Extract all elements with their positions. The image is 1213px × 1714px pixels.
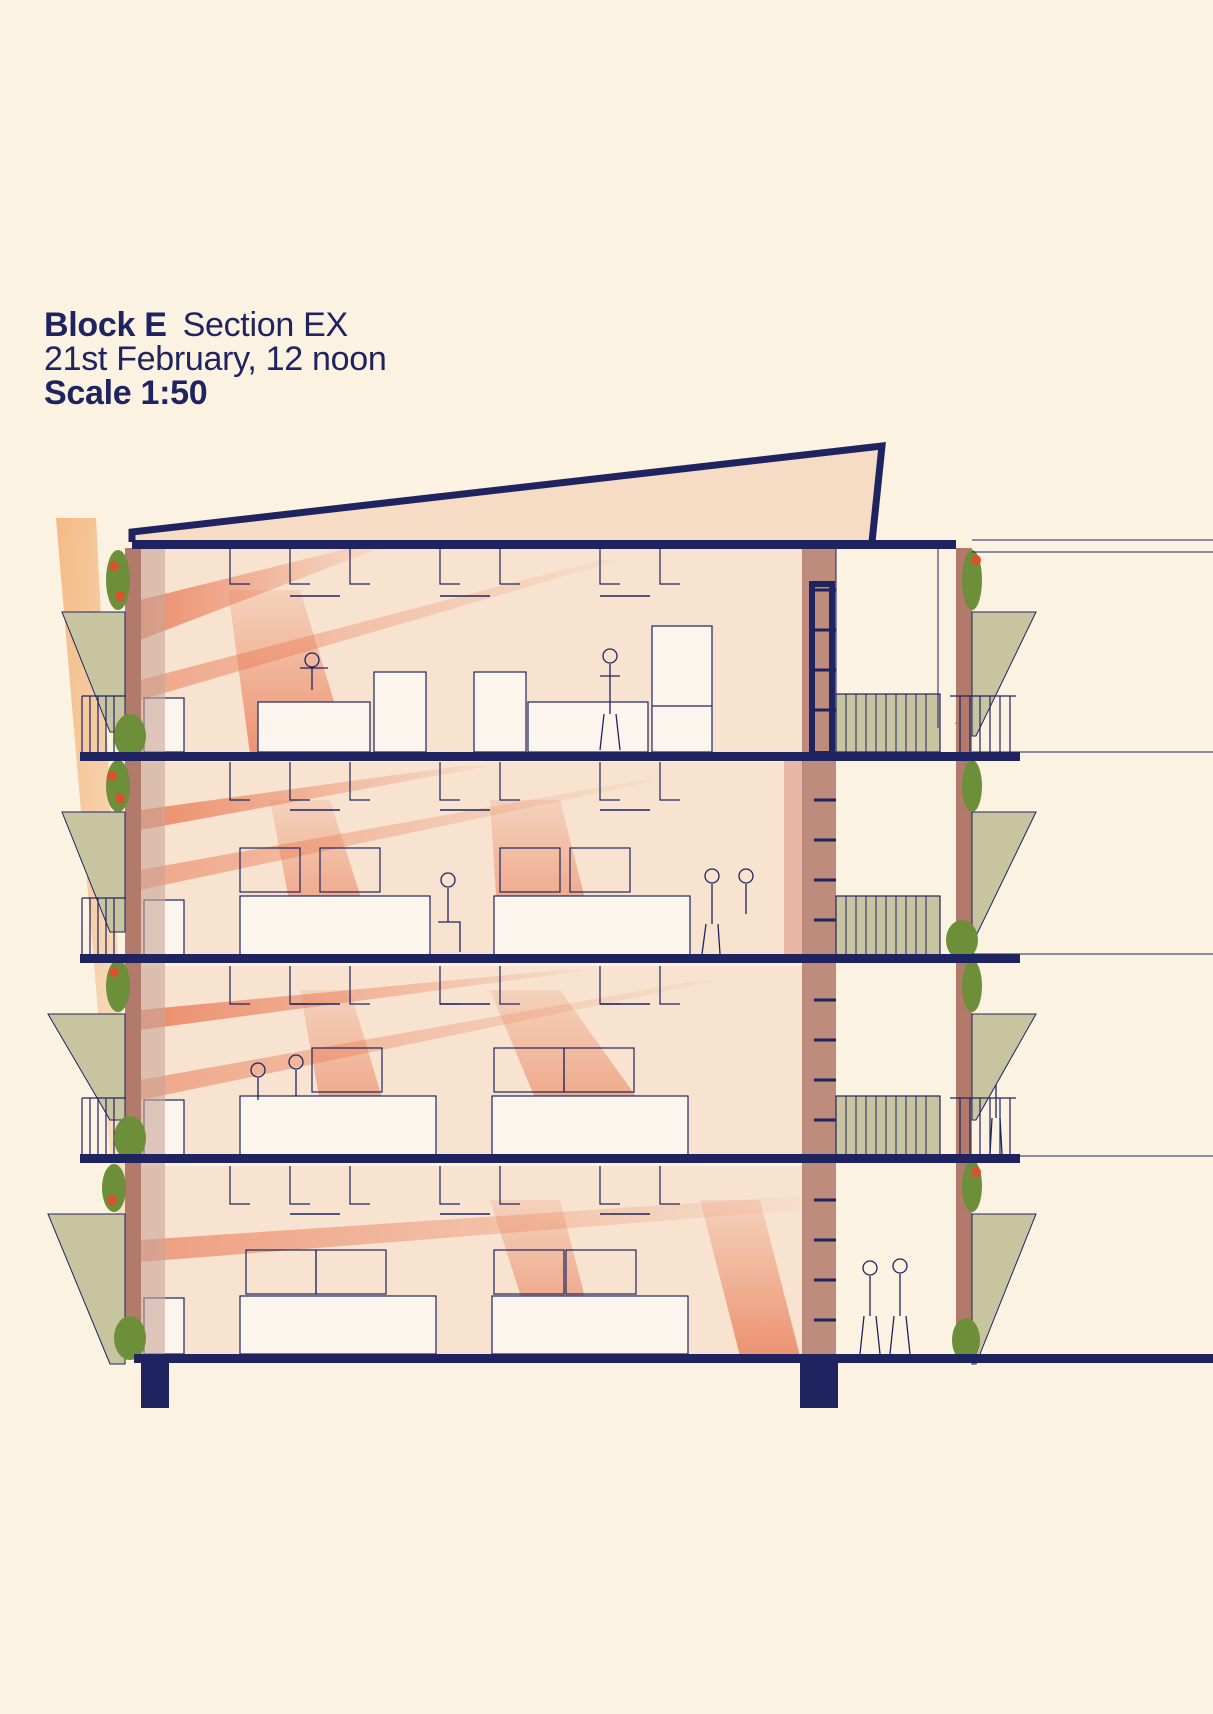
refrigerator-icon bbox=[651, 625, 713, 753]
planter-icon bbox=[47, 611, 126, 1365]
walkway-railing-bars bbox=[845, 694, 927, 1156]
title-line-1: Block E Section EX bbox=[44, 308, 386, 342]
ceiling-lamps bbox=[229, 546, 680, 1205]
roof-line bbox=[128, 442, 886, 543]
balcony-railing-icon bbox=[81, 695, 126, 1156]
stair-rungs bbox=[814, 588, 836, 1322]
date-time-label: 21st February, 12 noon bbox=[44, 340, 387, 378]
section-name: Section EX bbox=[182, 306, 349, 344]
right-balcony-railing bbox=[950, 695, 1016, 1156]
right-foliage bbox=[946, 550, 982, 1362]
stair-core-inner bbox=[784, 760, 802, 956]
scale-label: Scale 1:50 bbox=[44, 374, 208, 412]
sunlight-beams bbox=[140, 548, 800, 1262]
right-planters bbox=[971, 611, 1037, 1365]
left-facade-wall bbox=[125, 548, 141, 1356]
ceiling-fan-icon bbox=[290, 595, 650, 1215]
floor-slabs bbox=[80, 540, 1213, 1363]
left-inner-wall bbox=[141, 548, 165, 1356]
foundation-left bbox=[141, 1356, 169, 1408]
walkway-railing bbox=[835, 693, 941, 1157]
drawing-title: Block E Section EX 21st February, 12 noon… bbox=[44, 308, 387, 412]
left-foliage bbox=[102, 550, 146, 1360]
block-name: Block E bbox=[44, 306, 167, 344]
foundation-core bbox=[800, 1356, 838, 1408]
